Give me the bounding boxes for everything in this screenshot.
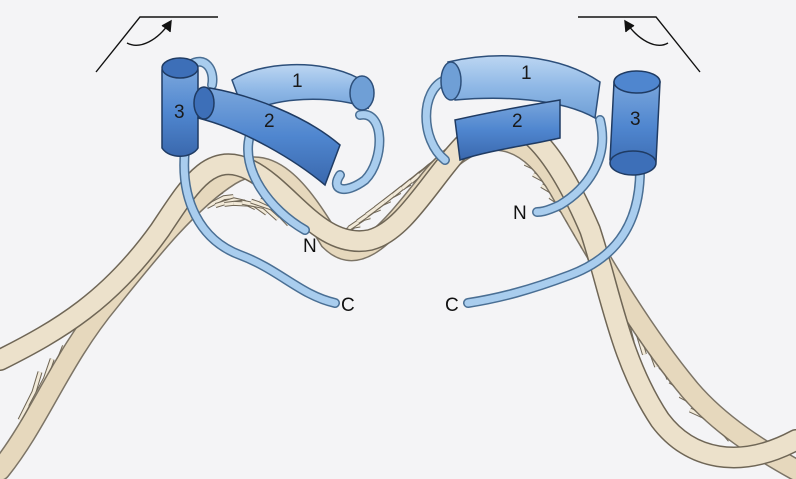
right-rotation-symbol xyxy=(578,17,700,72)
helix-1-label: 1 xyxy=(521,63,532,84)
helix-2-label: 2 xyxy=(264,111,275,132)
n-terminus-label-left: N xyxy=(303,236,317,257)
n-terminus-label-right: N xyxy=(513,203,527,224)
helix-2-label: 2 xyxy=(512,111,523,132)
c-terminus-label-right: C xyxy=(445,295,459,316)
helix-1-label: 1 xyxy=(292,71,303,92)
c-terminus-label-left: C xyxy=(341,295,355,316)
dna-double-helix xyxy=(0,122,796,470)
helix-3-label: 3 xyxy=(630,109,641,130)
helix-3-label: 3 xyxy=(174,102,185,123)
